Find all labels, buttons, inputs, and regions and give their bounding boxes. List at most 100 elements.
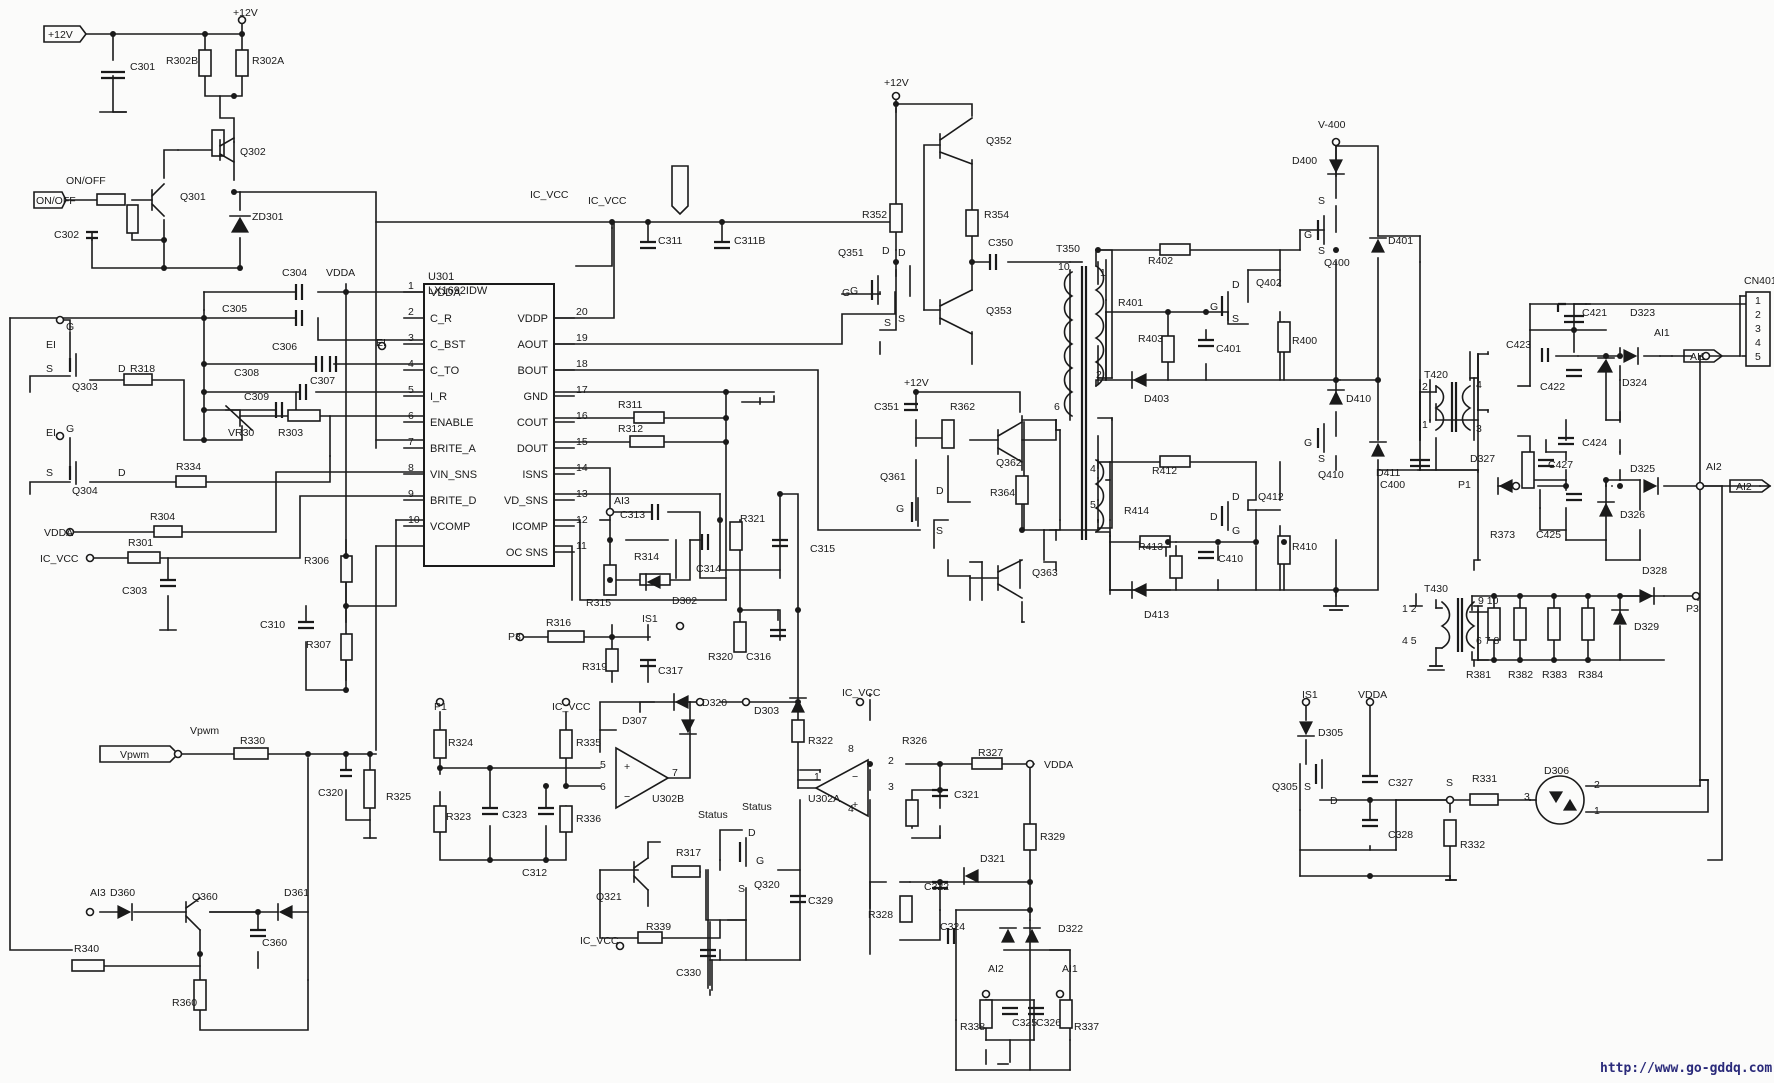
ai2-port [1729, 479, 1772, 493]
component-label: Status [742, 801, 772, 813]
component-label: Q400 [1324, 257, 1350, 269]
junction-dot [607, 537, 613, 543]
junction-dot [1281, 539, 1287, 545]
component-label: 4 [1090, 463, 1096, 475]
component-label: R327 [978, 747, 1003, 759]
component-label: C313 [620, 509, 645, 521]
component-label: D403 [1144, 393, 1169, 405]
ic-pin-name: ISNS [522, 469, 548, 481]
component-label: C301 [130, 61, 155, 73]
terminal-circle [1301, 697, 1311, 707]
junction-dot [645, 219, 651, 225]
component-label: C321 [954, 789, 979, 801]
junction-dot [913, 389, 919, 395]
onoff-port-label: ON/OFF [36, 195, 76, 207]
component-label: D325 [1630, 463, 1655, 475]
ic-pin-number: 6 [408, 410, 414, 422]
component-label: S [898, 313, 905, 325]
ic-pin-name: DOUT [517, 443, 548, 455]
svg-text:−: − [624, 791, 630, 803]
component-label: S [46, 363, 53, 375]
terminal-circle [1025, 759, 1035, 769]
component-label: G [842, 287, 850, 299]
component-label: R334 [176, 461, 201, 473]
component-label: R340 [74, 943, 99, 955]
r321-resistor [729, 521, 743, 551]
component-label: D410 [1346, 393, 1371, 405]
component-label: U302A [808, 793, 840, 805]
r337-resistor [1059, 999, 1073, 1029]
svg-text:+: + [852, 799, 858, 811]
junction-dot [343, 553, 349, 559]
junction-dot [1333, 377, 1339, 383]
component-label: G [1232, 525, 1240, 537]
junction-dot [723, 389, 729, 395]
component-label: AI2 [1706, 461, 1722, 473]
ic-pin-number: 8 [408, 462, 414, 474]
component-label: D327 [1470, 453, 1495, 465]
ai1-port [1683, 349, 1724, 363]
component-label: R381 [1466, 669, 1491, 681]
ic-pin-name: BOUT [517, 365, 548, 377]
component-label: 8 [848, 743, 854, 755]
component-label: T420 [1424, 369, 1448, 381]
secondary-transformers [1434, 382, 1476, 652]
component-label: IC_VCC [842, 687, 881, 699]
component-label: D [1232, 491, 1240, 503]
component-label: Q402 [1256, 277, 1282, 289]
component-label: D401 [1388, 235, 1413, 247]
component-label: AI3 [90, 887, 106, 899]
r335-resistor [559, 729, 573, 759]
component-label: 4 [1476, 379, 1482, 391]
junction-dot [343, 751, 349, 757]
component-label: R383 [1542, 669, 1567, 681]
junction-dot [1603, 477, 1609, 483]
component-label: 6 [1054, 401, 1060, 413]
component-label: S [1446, 777, 1453, 789]
component-label: R403 [1138, 333, 1163, 345]
component-label: Vpwm [190, 725, 219, 737]
junction-dot [201, 407, 207, 413]
r352-resistor [889, 203, 903, 233]
component-label: Status [698, 809, 728, 821]
component-label: Q361 [880, 471, 906, 483]
ai2-port-label: AI2 [1736, 481, 1752, 493]
component-label: R413 [1138, 541, 1163, 553]
component-label: C310 [260, 619, 285, 631]
junction-dot [201, 389, 207, 395]
junction-dot [255, 909, 261, 915]
component-label: 3 [1476, 423, 1482, 435]
junction-dot [305, 751, 311, 757]
component-label: Q410 [1318, 469, 1344, 481]
r338-resistor [979, 999, 993, 1029]
r320-resistor [733, 621, 747, 653]
component-label: C330 [676, 967, 701, 979]
terminal-circle [1511, 481, 1521, 491]
component-label: ON/OFF [66, 175, 106, 187]
r301-resistor [127, 551, 161, 564]
component-label: D303 [754, 705, 779, 717]
ic-pin-name: AOUT [517, 339, 548, 351]
junction-dot [437, 765, 443, 771]
component-label: D329 [1634, 621, 1659, 633]
vr30-arrow [224, 404, 254, 432]
component-label: R331 [1472, 773, 1497, 785]
r382-resistor [1513, 607, 1527, 641]
component-label: AI2 [988, 963, 1004, 975]
component-label: C351 [874, 401, 899, 413]
ic-pin-number: 19 [576, 332, 588, 344]
r-q302-base-resistor [211, 129, 225, 157]
u301-ic: U301 LX1692IDW 1VDDA2C_R3C_BST4C_TO5I_R6… [403, 271, 588, 567]
terminal-circle [377, 341, 387, 351]
component-label: D360 [110, 887, 135, 899]
ic-pin-number: 20 [576, 306, 588, 318]
r316-resistor [547, 630, 585, 643]
r304-resistor [153, 525, 183, 538]
junction-dot [563, 783, 569, 789]
ic-part: LX1692IDW [428, 285, 488, 297]
terminal-circle [173, 749, 183, 759]
junction-dot [161, 265, 167, 271]
junction-dot [110, 31, 116, 37]
r327-resistor [971, 757, 1003, 770]
